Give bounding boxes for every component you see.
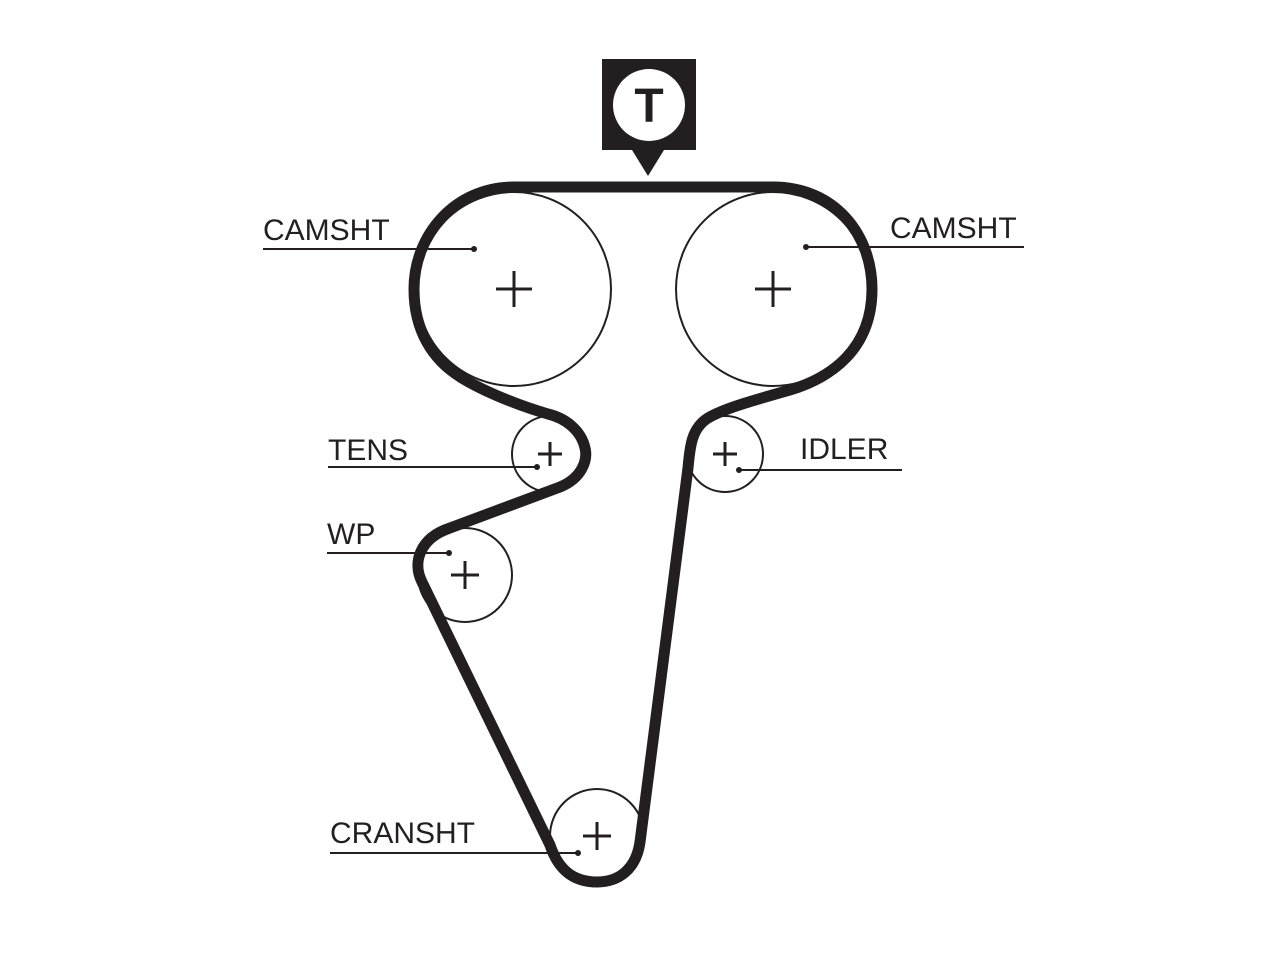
- crankshaft-center-icon: [583, 822, 611, 850]
- camshaft-left-center-icon: [496, 271, 532, 307]
- tension-marker-letter: T: [634, 80, 663, 133]
- pulley-centers: [451, 271, 791, 850]
- leader-dot: [736, 467, 742, 473]
- label-idler: IDLER: [800, 433, 888, 466]
- leader-dot: [446, 550, 452, 556]
- water-pump-center-icon: [451, 561, 479, 589]
- tension-marker: T: [602, 59, 696, 176]
- tensioner-center-icon: [538, 442, 562, 466]
- idler-center-icon: [713, 442, 737, 466]
- camshaft-right-center-icon: [755, 271, 791, 307]
- leader-lines: [263, 246, 1024, 854]
- label-crankshaft: CRANSHT: [330, 817, 475, 850]
- leader-dots: [446, 244, 809, 856]
- label-camshaft-right: CAMSHT: [890, 212, 1017, 245]
- label-tensioner: TENS: [328, 434, 408, 467]
- leader-dot: [534, 464, 540, 470]
- leader-dot: [575, 850, 581, 856]
- leader-dot: [471, 246, 477, 252]
- timing-belt: [408, 181, 878, 888]
- label-camshaft-left: CAMSHT: [263, 214, 390, 247]
- tension-marker-circle: [613, 69, 685, 141]
- label-water-pump: WP: [327, 518, 375, 551]
- leader-dot: [803, 244, 809, 250]
